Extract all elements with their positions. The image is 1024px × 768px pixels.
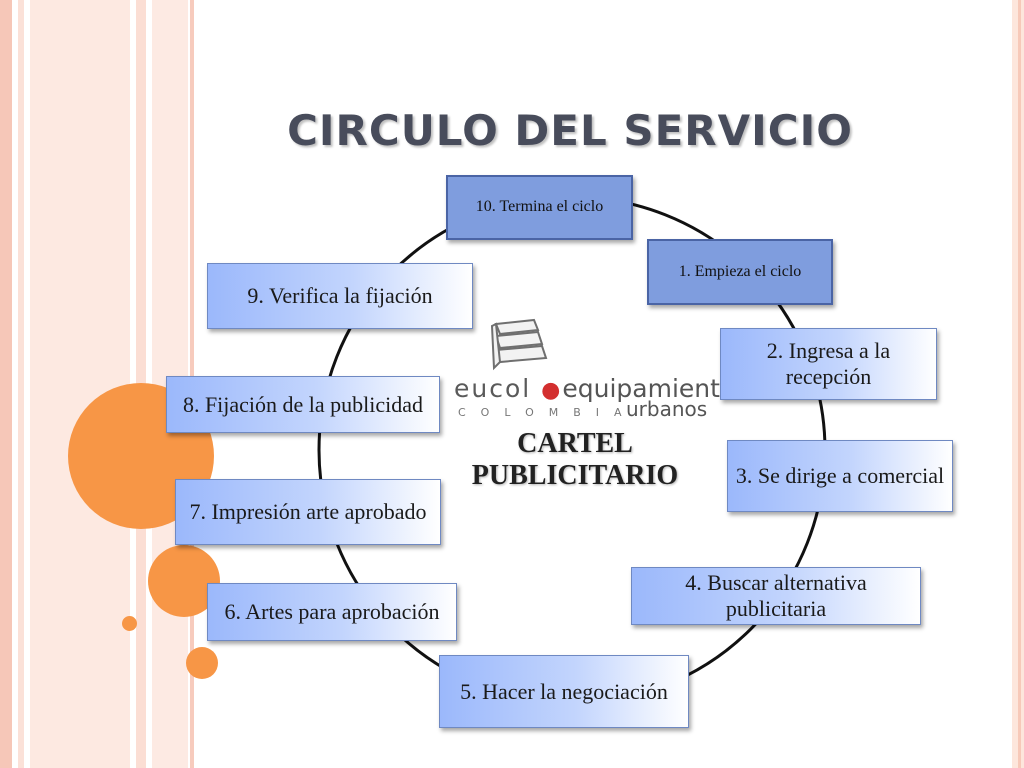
logo-wordmark: eucol ●equipamientos	[454, 374, 748, 403]
center-label-line1: CARTEL	[517, 428, 633, 459]
step-4-label: 4. Buscar alternativa publicitaria	[685, 570, 867, 621]
logo-subline: urbanos	[626, 397, 708, 421]
decor-stripe	[0, 0, 12, 768]
logo-brand: eucol	[454, 374, 532, 403]
step-1-box: 1. Empieza el ciclo	[647, 239, 833, 305]
step-7-label: 7. Impresión arte aprobado	[189, 499, 427, 525]
step-6-label: 6. Artes para aprobación	[224, 599, 440, 625]
step-5-label: 5. Hacer la negociación	[460, 678, 668, 704]
decor-circle-small	[122, 616, 137, 631]
step-10-box: 10. Termina el ciclo	[446, 175, 633, 240]
logo-bullet: ●	[541, 378, 563, 403]
step-4-box: 4. Buscar alternativa publicitaria	[631, 567, 921, 625]
step-3-box: 3. Se dirige a comercial	[727, 440, 953, 512]
step-2-label: 2. Ingresa a la recepción	[766, 338, 891, 389]
step-10-label: 10. Termina el ciclo	[475, 198, 604, 216]
slide-title: CIRCULO DEL SERVICIO	[287, 106, 853, 156]
step-5-box: 5. Hacer la negociación	[439, 655, 689, 728]
step-7-box: 7. Impresión arte aprobado	[175, 479, 441, 545]
step-1-label: 1. Empieza el ciclo	[678, 262, 802, 280]
decor-stripe	[1018, 0, 1021, 768]
step-3-label: 3. Se dirige a comercial	[735, 463, 945, 489]
decor-stripe	[30, 0, 130, 768]
logo-country: COLOMBIA	[458, 406, 637, 419]
center-label: CARTEL PUBLICITARIO	[455, 428, 695, 491]
step-6-box: 6. Artes para aprobación	[207, 583, 457, 641]
step-9-label: 9. Verifica la fijación	[247, 283, 433, 309]
decor-circle-small	[186, 647, 218, 679]
decor-stripe	[18, 0, 24, 768]
company-logo: eucol ●equipamientos COLOMBIA urbanos	[452, 316, 748, 426]
step-2-box: 2. Ingresa a la recepción	[720, 328, 937, 400]
step-9-box: 9. Verifica la fijación	[207, 263, 473, 329]
logo-mark-icon	[490, 318, 548, 371]
step-8-box: 8. Fijación de la publicidad	[166, 376, 440, 433]
logo-tagline: equipamientos	[562, 374, 749, 403]
center-label-line2: PUBLICITARIO	[471, 459, 679, 491]
step-8-label: 8. Fijación de la publicidad	[182, 391, 424, 417]
